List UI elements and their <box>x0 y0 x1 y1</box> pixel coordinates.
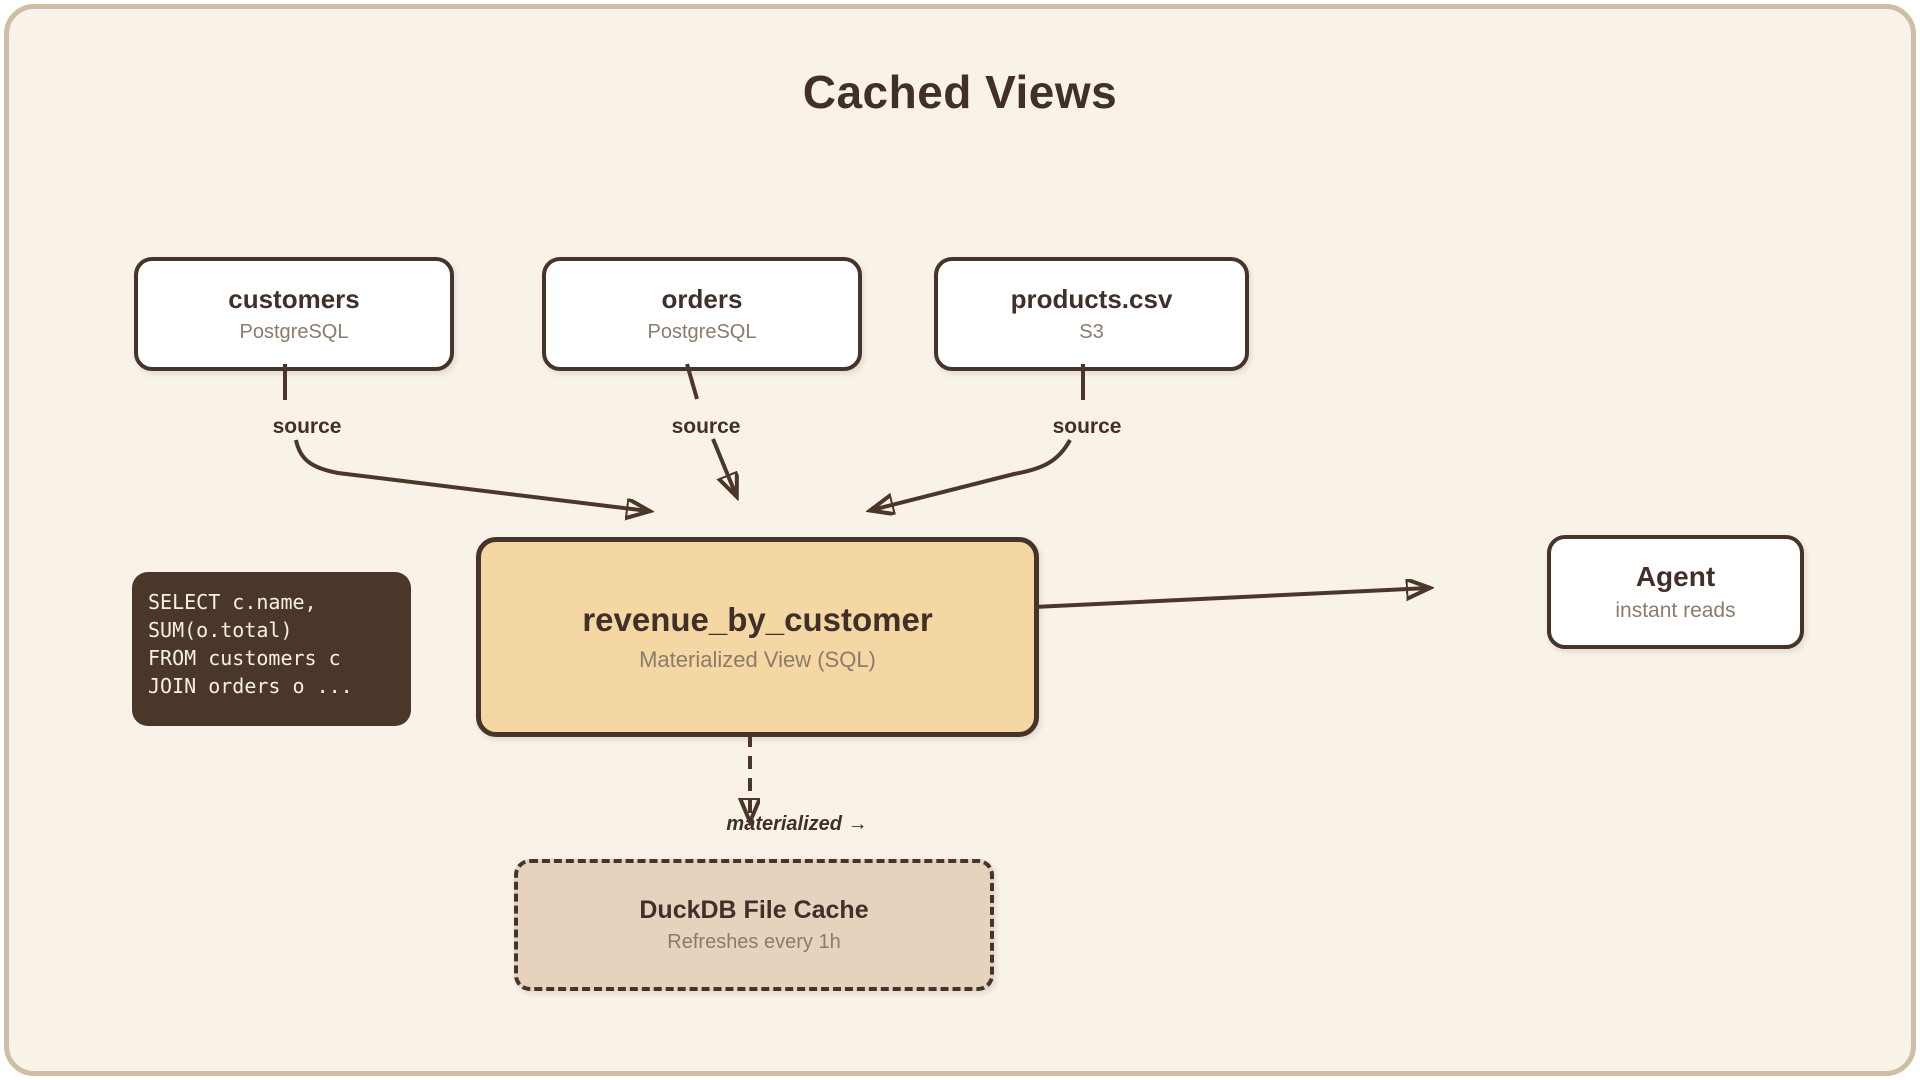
node-title: revenue_by_customer <box>582 600 933 638</box>
node-subtitle: Refreshes every 1h <box>667 931 841 954</box>
node-products-file: products.csv S3 <box>934 257 1249 371</box>
node-title: products.csv <box>1010 284 1173 315</box>
node-customers-table: customers PostgreSQL <box>134 257 454 371</box>
edge-label-source-2: source <box>671 415 741 438</box>
node-title: orders <box>661 284 743 315</box>
sql-line: SELECT c.name, <box>148 590 317 614</box>
sql-snippet: SELECT c.name, SUM(o.total) FROM custome… <box>132 572 411 726</box>
node-orders-table: orders PostgreSQL <box>542 257 862 371</box>
edge-label-source-1: source <box>272 415 342 438</box>
node-materialized-view: revenue_by_customer Materialized View (S… <box>476 537 1039 737</box>
sql-line: JOIN orders o ... <box>148 674 353 698</box>
node-agent: Agent instant reads <box>1547 535 1804 649</box>
node-title: DuckDB File Cache <box>639 895 869 924</box>
node-duckdb-cache: DuckDB File Cache Refreshes every 1h <box>514 859 994 991</box>
node-title: customers <box>228 284 360 315</box>
node-subtitle: PostgreSQL <box>647 320 757 343</box>
node-subtitle: PostgreSQL <box>239 320 349 343</box>
page-title: Cached Views <box>802 66 1118 118</box>
sql-line: SUM(o.total) <box>148 618 293 642</box>
node-subtitle: instant reads <box>1615 599 1736 623</box>
node-title: Agent <box>1635 560 1716 592</box>
edge-label-materialized: materialized → <box>726 813 868 835</box>
node-subtitle: S3 <box>1079 320 1104 343</box>
edge-label-source-3: source <box>1052 415 1122 438</box>
sql-line: FROM customers c <box>148 646 341 670</box>
node-subtitle: Materialized View (SQL) <box>639 647 876 673</box>
diagram-canvas: Cached Views customers PostgreSQL orders… <box>4 4 1916 1076</box>
